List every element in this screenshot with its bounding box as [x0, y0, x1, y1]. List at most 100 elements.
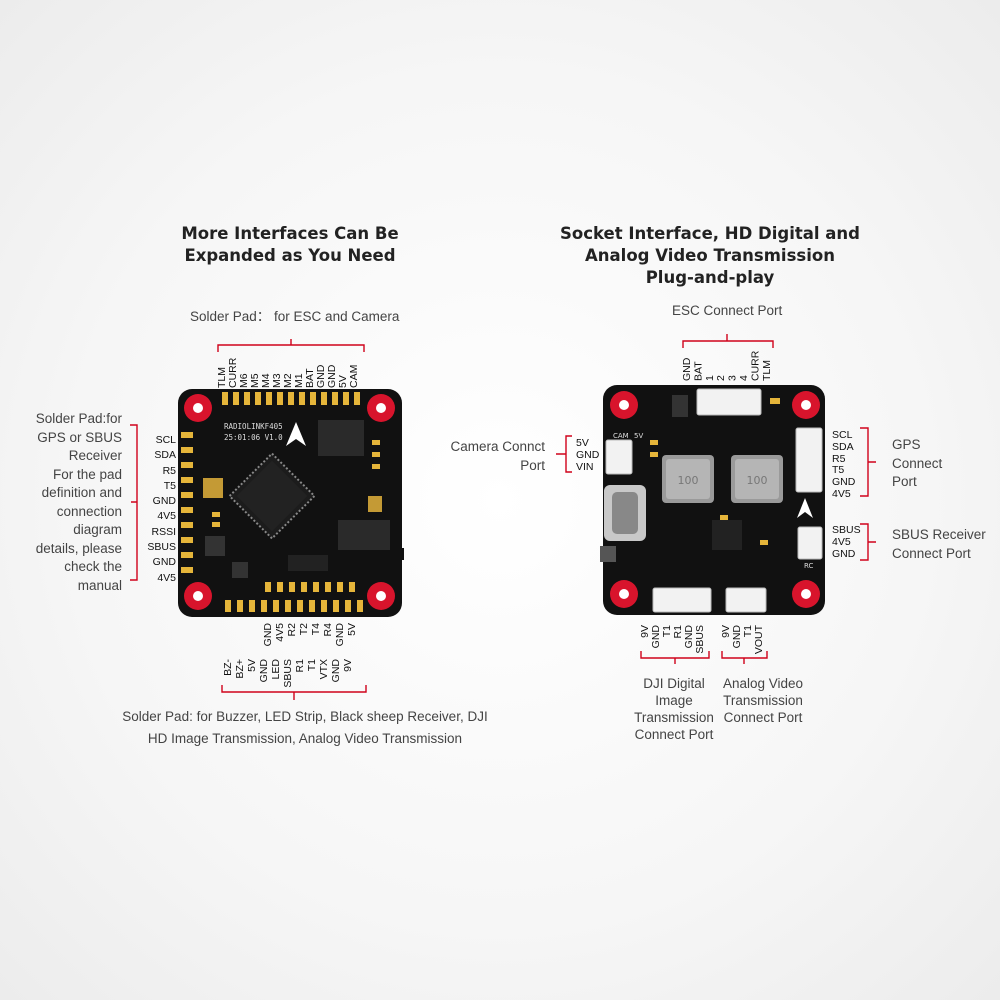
pin-label: 5V [346, 623, 358, 636]
boot-button [600, 546, 616, 562]
pin-label: 4V5 [157, 510, 176, 523]
pin-label: 1 [704, 375, 716, 381]
esc-port-caption: ESC Connect Port [672, 303, 783, 318]
pin-label: VOUT [753, 624, 765, 654]
pin-label: M4 [260, 373, 272, 388]
board-version-text: 25:01:06 V1.0 [224, 433, 283, 442]
crystal [203, 478, 223, 498]
pin-label: 5V [337, 375, 349, 388]
left-bottom-caption: Solder Pad: for Buzzer, LED Strip, Black… [122, 709, 488, 746]
pin-label: BAT [692, 361, 704, 381]
pin-label: GND [576, 449, 600, 461]
rc-board-label: RC [804, 562, 814, 570]
pin-label: R1 [294, 659, 306, 673]
gps-connector [795, 427, 823, 493]
pin-label: 5V [576, 437, 589, 449]
pin-label: SCL [155, 434, 176, 446]
pin-label: M2 [282, 373, 294, 388]
pin-label: 5V [246, 659, 258, 672]
analog-port-caption: Analog Video Transmission Connect Port [722, 676, 804, 725]
top-pads-bracket [217, 339, 365, 352]
pin-label: 3 [727, 375, 739, 381]
pin-label: 4V5 [274, 623, 286, 642]
pin-label: SDA [832, 440, 854, 453]
bottom-pads-bracket [221, 685, 367, 700]
esc-connector [696, 388, 762, 416]
pin-label: GND [152, 556, 176, 569]
pin-label: GND [832, 476, 856, 489]
pin-label: T5 [832, 464, 845, 477]
dji-connector [652, 587, 712, 613]
pin-label: M1 [293, 373, 305, 388]
pin-label: M5 [249, 373, 261, 388]
pin-label: GND [315, 364, 327, 388]
pin-label: GND [832, 547, 856, 560]
side-pads-bracket [130, 424, 138, 581]
5v-board-label: 5V [634, 432, 643, 440]
pin-label: TLM [761, 360, 773, 381]
analog-connector [725, 587, 767, 613]
pin-label: CURR [749, 350, 761, 381]
pin-label: RSSI [151, 525, 176, 538]
pin-label: TLM [216, 367, 228, 388]
pin-label: GND [334, 623, 346, 647]
baro-chip [205, 536, 225, 556]
pin-label: SBUS [147, 541, 176, 554]
pin-label: GND [330, 659, 342, 683]
pin-label: SBUS [694, 625, 706, 654]
pin-label: SCL [832, 429, 853, 441]
pin-label: LED [270, 659, 282, 680]
pin-label: R5 [162, 464, 176, 477]
pin-label: T1 [306, 659, 318, 671]
pin-label: 2 [715, 375, 727, 381]
pin-label: T5 [163, 479, 176, 492]
pin-label: SDA [154, 449, 176, 462]
camera-connector [605, 439, 633, 475]
pin-label: 4 [738, 375, 750, 381]
mount-hole-icon [184, 394, 395, 610]
pin-label: SBUS [832, 524, 861, 536]
inductor-label: 100 [678, 474, 699, 487]
pin-label: BZ- [222, 659, 234, 676]
inductor-label: 100 [747, 474, 768, 487]
pin-label: BZ+ [234, 659, 246, 679]
pin-label: SBUS [282, 659, 294, 688]
pin-label: T2 [298, 623, 310, 635]
pin-label: GND [650, 625, 662, 649]
pin-label: VTX [318, 659, 330, 679]
pin-label: T1 [661, 625, 673, 637]
camera-port-bracket [556, 435, 572, 473]
right-title: Socket Interface, HD Digital and Analog … [560, 224, 860, 287]
brand-logo-icon [797, 498, 813, 518]
left-side-caption: Solder Pad:for GPS or SBUS Receiver For … [35, 411, 122, 593]
bottom-solder-pads [225, 582, 363, 612]
left-title: More Interfaces Can Be Expanded as You N… [181, 224, 399, 265]
right-flight-controller-board: 100 100 CAM 5V RC [600, 385, 825, 615]
analog-port-bracket [721, 651, 768, 664]
pin-label: GND [681, 357, 693, 381]
gyro-chip [318, 420, 364, 456]
left-flight-controller-board: RADIOLINKF405 25:01:06 V1.0 [178, 389, 404, 617]
pin-label: 9V [342, 659, 354, 672]
dji-port-caption: DJI Digital Image Transmission Connect P… [634, 676, 714, 742]
pin-label: 9V [639, 625, 651, 638]
pin-label: CURR [227, 357, 239, 388]
pin-label: VIN [576, 461, 594, 473]
pin-label: T4 [310, 623, 322, 635]
pin-label: GND [731, 625, 743, 649]
pin-label: GND [326, 364, 338, 388]
cam-board-label: CAM [613, 432, 629, 440]
pin-label: R2 [286, 623, 298, 637]
pin-label: GND [152, 495, 176, 508]
dji-port-bracket [640, 651, 710, 664]
sbus-port-caption: SBUS Receiver Connect Port [892, 527, 986, 561]
brand-logo-icon [286, 422, 306, 446]
